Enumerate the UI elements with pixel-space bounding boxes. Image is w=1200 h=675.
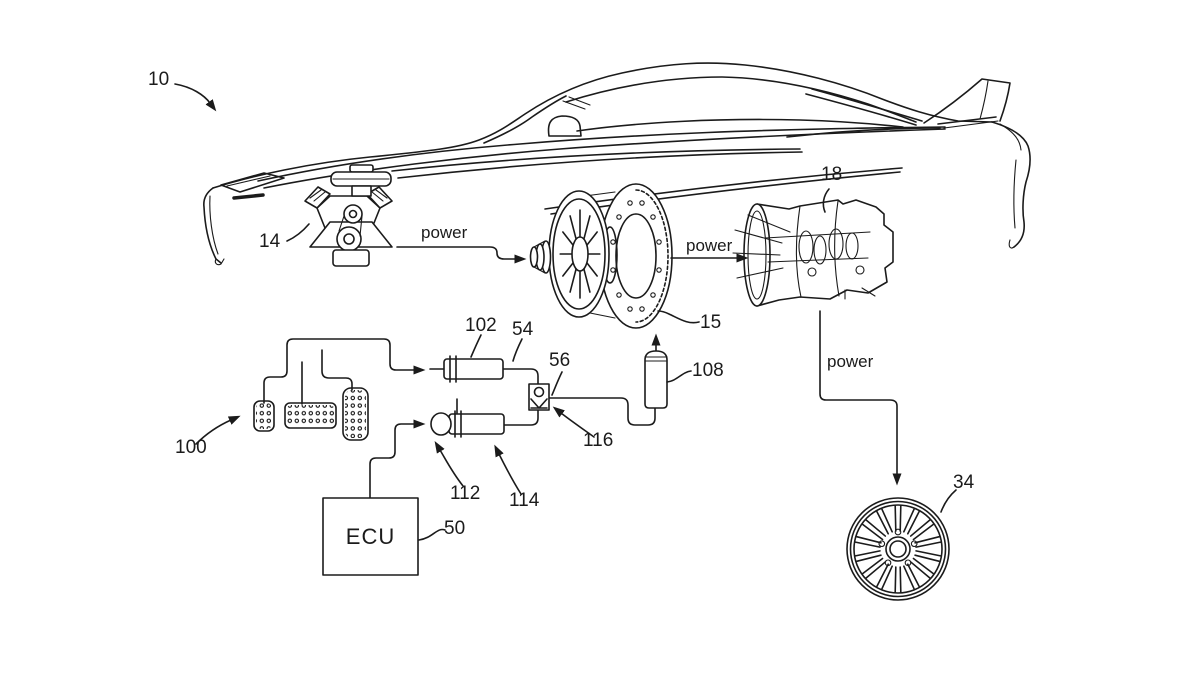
ref-label-vehicle-10: 10 (148, 69, 170, 90)
ring-gear-teeth (635, 189, 669, 323)
power-label-transmission-to-wheel: power (827, 352, 874, 371)
road-wheel-drawing (846, 497, 950, 601)
flywheel-bolt-holes (610, 200, 662, 312)
ref-label-valve-116: 116 (583, 430, 614, 451)
lug-holes (878, 528, 918, 567)
leader-14 (286, 223, 310, 242)
leader-102 (470, 334, 482, 358)
ref-label-cylinder-114: 114 (509, 490, 540, 511)
leader-54 (512, 338, 523, 362)
ref-label-ecu-50: 50 (444, 518, 466, 539)
reservoir-drawing (644, 350, 668, 409)
leader-114 (494, 444, 522, 495)
leader-108 (666, 370, 692, 383)
supply-line-56 (548, 397, 656, 426)
ref-label-reservoir-108: 108 (692, 360, 724, 381)
roof-inner-line (565, 76, 917, 123)
circuit-lines (263, 246, 902, 499)
ref-label-actuator-112: 112 (450, 483, 481, 504)
headlight-dash (232, 193, 265, 200)
leader-15 (657, 310, 700, 324)
leader-18 (822, 188, 830, 213)
ref-label-engine-14: 14 (259, 231, 281, 252)
leader-50 (418, 528, 446, 541)
a-pillar-line (483, 95, 567, 144)
ref-label-pedals-100: 100 (175, 437, 207, 458)
side-mirror (547, 115, 582, 137)
ref-label-transmission-18: 18 (821, 164, 843, 185)
power-flow-transmission-to-wheel (819, 310, 902, 486)
beltline (257, 126, 946, 182)
rear-deck-line (786, 127, 941, 138)
ref-label-line-54: 54 (512, 319, 534, 340)
ecu-wire (369, 419, 426, 499)
leader-112 (434, 440, 464, 487)
engine-drawing (304, 164, 393, 267)
gearbox-internals (732, 200, 876, 300)
front-bumper (203, 187, 222, 264)
leader-lines (174, 83, 957, 541)
rear-fascia (991, 121, 1031, 248)
headlight (220, 172, 285, 193)
ref-label-cylinder-102: 102 (465, 315, 497, 336)
wiper-mark (562, 100, 586, 110)
clutch-line-54 (502, 368, 539, 385)
window-sill-line (576, 118, 904, 132)
leader-100 (195, 415, 241, 445)
leader-116 (552, 406, 595, 438)
rear-spoiler (923, 78, 1011, 124)
leader-34 (940, 489, 957, 513)
ref-label-clutch-15: 15 (700, 312, 722, 333)
check-valve-drawing (528, 383, 550, 411)
clutch-flywheel-drawing (529, 183, 673, 329)
actuator-ball (430, 412, 452, 436)
ecu-text: ECU (345, 523, 396, 549)
lower-cylinder-drawing (430, 410, 505, 438)
accelerator-pedal-arm (321, 349, 353, 391)
power-label-clutch-to-transmission: power (686, 236, 733, 255)
power-flow-engine-to-clutch (396, 246, 527, 264)
ecu-box (322, 497, 419, 576)
leader-56 (551, 371, 563, 396)
pedal-assembly-drawing (253, 349, 369, 441)
leader-10 (174, 83, 217, 112)
ref-label-wheel-34: 34 (953, 472, 975, 493)
upper-cylinder-drawing (443, 355, 504, 383)
pedal-signal-line (263, 338, 426, 404)
door-crease (391, 148, 801, 172)
power-label-engine-to-clutch: power (421, 223, 468, 242)
transmission-drawing (732, 199, 894, 307)
wiper-mark (568, 96, 591, 106)
ref-label-line-56: 56 (549, 350, 571, 371)
